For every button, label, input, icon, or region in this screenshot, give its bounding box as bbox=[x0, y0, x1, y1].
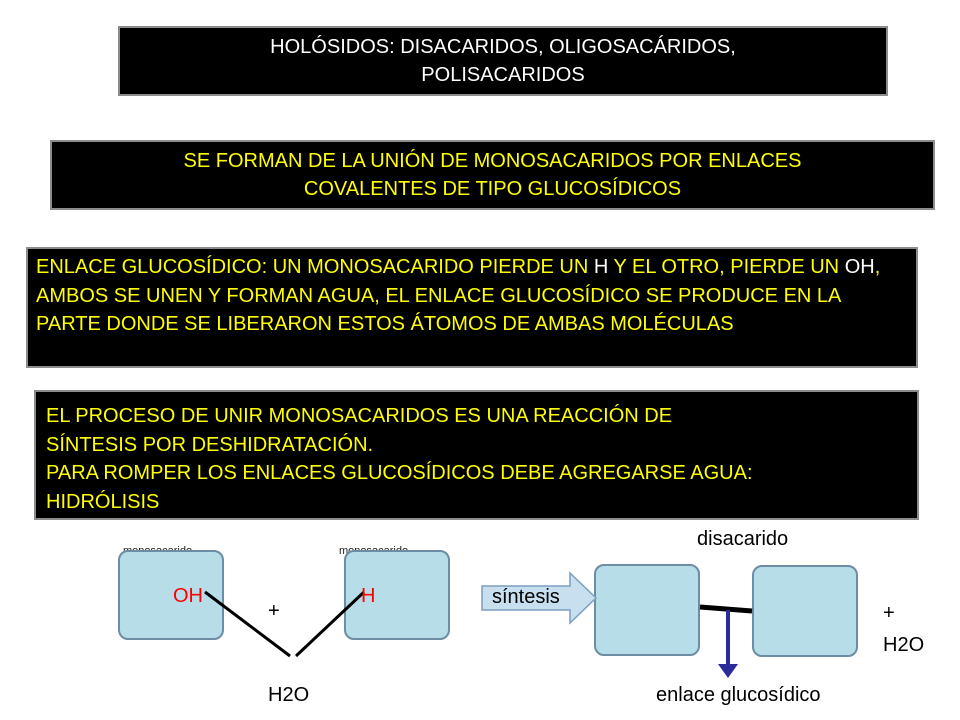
page-title: HOLÓSIDOS: DISACARIDOS, OLIGOSACÁRIDOS, … bbox=[270, 33, 736, 89]
oh-group-label: OH bbox=[173, 585, 203, 607]
bond-text-oh: OH bbox=[844, 256, 875, 278]
h-release-line bbox=[294, 590, 366, 658]
disaccharide-label: disacarido bbox=[697, 528, 789, 550]
process-line-2: SÍNTESIS POR DESHIDRATACIÓN. bbox=[46, 433, 374, 456]
title-box: HOLÓSIDOS: DISACARIDOS, OLIGOSACÁRIDOS, … bbox=[118, 26, 888, 96]
disaccharide-unit-right bbox=[752, 565, 858, 657]
glycosidic-bond-label: enlace glucosídico bbox=[656, 684, 821, 706]
water-product-label: H2O bbox=[268, 684, 310, 706]
bond-pointer-arrow-head bbox=[718, 664, 738, 678]
synthesis-arrow bbox=[481, 571, 598, 625]
plus-water-label: H2O bbox=[883, 634, 925, 656]
plus-water-plus-sign: + bbox=[883, 602, 895, 624]
glycosidic-bond-line bbox=[699, 604, 753, 614]
bond-text-part-2: Y EL OTRO, PIERDE UN bbox=[608, 256, 845, 278]
disaccharide-unit-left bbox=[594, 564, 700, 656]
process-box: EL PROCESO DE UNIR MONOSACARIDOS ES UNA … bbox=[34, 390, 919, 520]
formation-line-1: SE FORMAN DE LA UNIÓN DE MONOSACARIDOS P… bbox=[183, 150, 802, 172]
bond-text-part-3: , AMBOS SE UNEN Y FORMAN AGUA, EL ENLACE… bbox=[36, 256, 881, 335]
oh-release-line bbox=[204, 590, 291, 658]
process-line-1: EL PROCESO DE UNIR MONOSACARIDOS ES UNA … bbox=[46, 405, 673, 427]
process-line-3: PARA ROMPER LOS ENLACES GLUCOSÍDICOS DEB… bbox=[46, 462, 753, 484]
synthesis-label: síntesis bbox=[492, 586, 560, 608]
formation-line-2: COVALENTES DE TIPO GLUCOSÍDICOS bbox=[303, 178, 682, 200]
formation-box: SE FORMAN DE LA UNIÓN DE MONOSACARIDOS P… bbox=[50, 140, 935, 210]
monosaccharide-left bbox=[118, 550, 224, 640]
glycosidic-bond-definition-box: ENLACE GLUCOSÍDICO: UN MONOSACARIDO PIER… bbox=[26, 247, 918, 368]
bond-text-part-1: ENLACE GLUCOSÍDICO: UN MONOSACARIDO PIER… bbox=[36, 256, 594, 278]
bond-text-h: H bbox=[593, 256, 609, 278]
plus-sign: + bbox=[268, 600, 280, 622]
title-line-1: HOLÓSIDOS: DISACARIDOS, OLIGOSACÁRIDOS, bbox=[270, 36, 736, 58]
process-line-4: HIDRÓLISIS bbox=[46, 490, 160, 513]
title-line-2: POLISACARIDOS bbox=[421, 64, 585, 86]
h-atom-label: H bbox=[361, 585, 376, 607]
formation-text: SE FORMAN DE LA UNIÓN DE MONOSACARIDOS P… bbox=[184, 147, 802, 203]
